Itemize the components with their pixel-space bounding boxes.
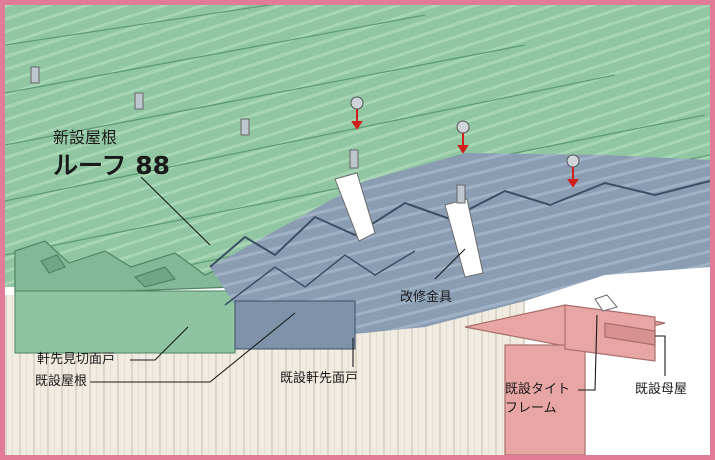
roof-retrofit-illustration <box>5 5 710 455</box>
existing-roof-label: 既設屋根 <box>35 374 88 389</box>
new-roof-product-name: ルーフ 88 <box>53 151 170 180</box>
eave-closure <box>14 240 236 296</box>
leader-lines <box>90 176 666 391</box>
repair-bracket-label: 改修金具 <box>400 290 453 305</box>
tie-frame-label-line2: フレーム <box>505 401 557 416</box>
existing-purlin <box>464 304 666 455</box>
existing-eave-closure-label: 既設軒先面戸 <box>280 371 359 386</box>
tie-frame-label-line1: 既設タイト <box>505 382 571 397</box>
screws <box>30 66 580 204</box>
repair-brackets <box>334 172 618 312</box>
existing-purlin-label: 既設母屋 <box>635 382 688 397</box>
eave-closure-label: 軒先見切面戸 <box>37 352 116 367</box>
new-roof-title: 新設屋根 <box>53 128 118 147</box>
